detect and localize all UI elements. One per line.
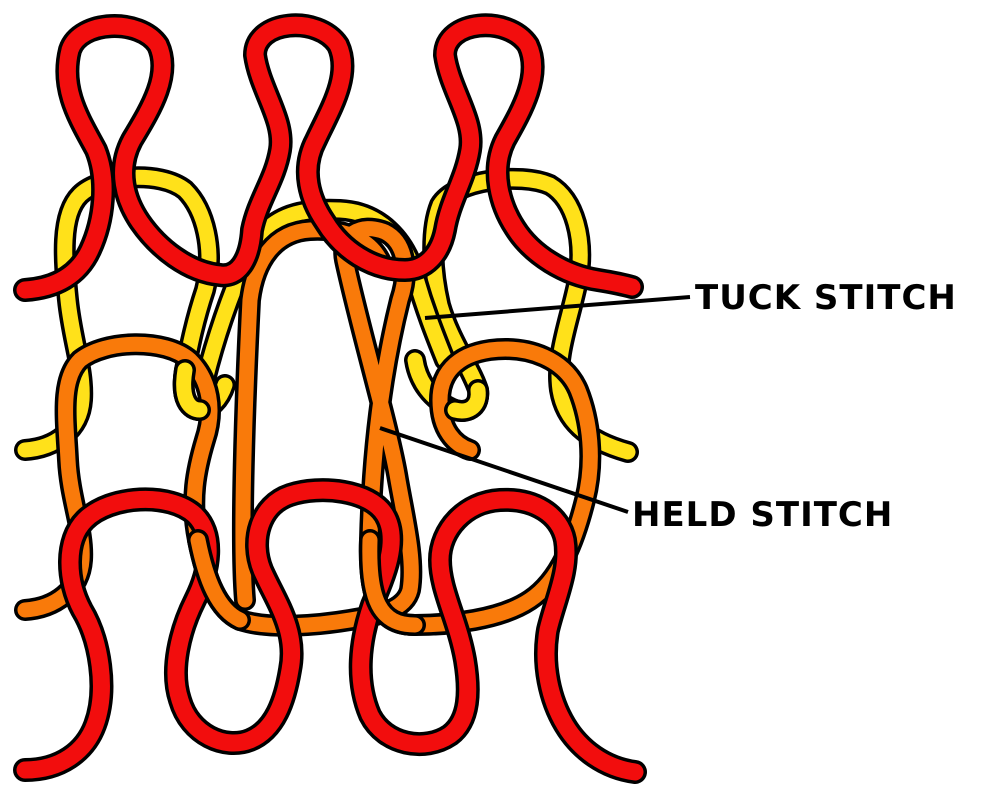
held-stitch-label: HELD STITCH	[632, 495, 893, 535]
tuck-stitch-label: TUCK STITCH	[695, 278, 957, 318]
